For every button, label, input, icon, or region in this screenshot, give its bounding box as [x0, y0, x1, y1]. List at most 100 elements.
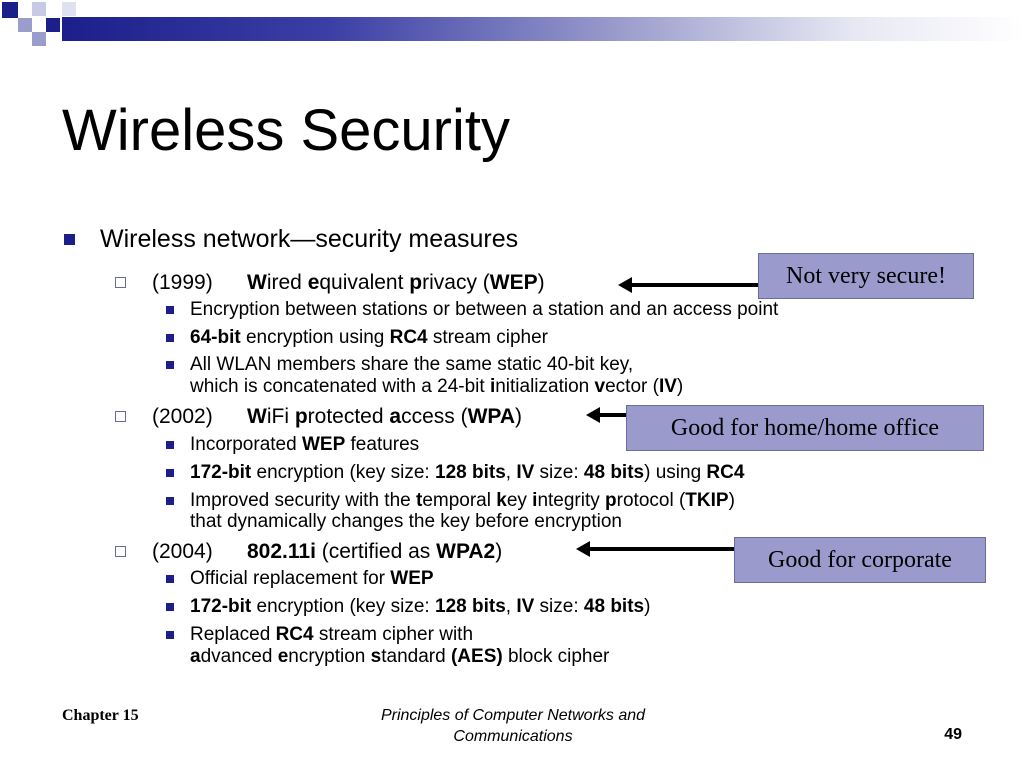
- text-part: ,: [505, 462, 517, 483]
- callout-wep: Not very secure!: [758, 253, 974, 299]
- arrow-left-icon: [618, 277, 758, 293]
- text-part: TKIP: [685, 490, 729, 511]
- text-part: i: [489, 376, 496, 397]
- wep-item-3-line2: which is concatenated with a 24-bit init…: [190, 376, 683, 398]
- text-part: Incorporated: [190, 434, 302, 455]
- wep-title-part: ): [537, 271, 545, 294]
- text-part: stream cipher with: [313, 624, 474, 645]
- text-part: RC4: [389, 327, 428, 348]
- wpa2-title-part: 802.11i: [247, 540, 316, 563]
- callout-wpa: Good for home/home office: [626, 405, 984, 451]
- main-heading: Wireless network—security measures: [100, 225, 519, 253]
- deco-square: [46, 18, 60, 32]
- text-part: WEP: [301, 434, 346, 455]
- text-part: IV: [658, 376, 677, 397]
- bullet-square-icon: [166, 306, 174, 314]
- text-part: size:: [534, 462, 584, 483]
- text-part: 48 bits: [583, 462, 645, 483]
- wep-title-part: W: [247, 271, 267, 294]
- text-part: size:: [534, 596, 584, 617]
- text-part: ,: [505, 596, 517, 617]
- text-part: 172-bit: [190, 462, 252, 483]
- text-part: e: [277, 646, 289, 667]
- wpa-title-part: ccess (: [401, 405, 468, 428]
- text-part: dvanced: [200, 646, 278, 667]
- bullet-square-icon: [166, 334, 174, 342]
- wep-year: (1999): [152, 271, 213, 294]
- text-part: ): [676, 376, 684, 397]
- wep-item-1: Encryption between stations or between a…: [190, 299, 778, 321]
- wpa-title-part: rotected: [307, 405, 390, 428]
- bullet-square-icon: [166, 441, 174, 449]
- text-part: 48 bits: [583, 596, 645, 617]
- text-part: RC4: [706, 462, 745, 483]
- text-part: a: [190, 646, 201, 667]
- wpa-title-part: iFi: [266, 405, 295, 428]
- wpa2-item-1: Official replacement for WEP: [190, 568, 434, 590]
- bullet-square-icon: [166, 603, 174, 611]
- text-part: 64-bit: [190, 327, 241, 348]
- text-part: ): [644, 596, 651, 617]
- text-part: ) using: [644, 462, 707, 483]
- wep-item-2: 64-bit encryption using RC4 stream ciphe…: [190, 327, 548, 349]
- deco-square: [32, 32, 46, 46]
- wpa-title-part: p: [294, 405, 308, 428]
- text-part: IV: [516, 596, 535, 617]
- text-part: tandard: [381, 646, 451, 667]
- wpa2-title-part: WPA2: [436, 540, 496, 563]
- wep-title-part: p: [409, 271, 423, 294]
- text-part: 172-bit: [190, 596, 252, 617]
- callout-wpa2: Good for corporate: [734, 537, 986, 583]
- text-part: Replaced: [190, 624, 276, 645]
- text-part: encryption (key size:: [251, 596, 435, 617]
- header-gradient-bar: [62, 17, 1024, 41]
- deco-square: [32, 2, 46, 16]
- text-part: encryption using: [240, 327, 390, 348]
- text-part: IV: [516, 462, 535, 483]
- wpa2-year: (2004): [152, 540, 213, 563]
- wep-title-part: rivacy (: [422, 271, 490, 294]
- wpa2-item-3-line1: Replaced RC4 stream cipher with: [190, 624, 473, 646]
- hollow-square-icon: [115, 277, 126, 288]
- deco-square: [62, 2, 76, 16]
- text-part: WEP: [390, 568, 434, 589]
- wpa-title-part: WPA: [467, 405, 516, 428]
- wpa-item-3-line1: Improved security with the temporal key …: [190, 490, 735, 512]
- wpa2-title-part: (certified as: [315, 540, 437, 563]
- wpa2-title: 802.11i (certified as WPA2): [247, 539, 502, 564]
- text-part: (AES): [450, 646, 503, 667]
- wpa-title-part: a: [389, 405, 402, 428]
- wpa-year: (2002): [152, 405, 213, 428]
- deco-square: [18, 18, 32, 32]
- wpa2-title-part: ): [495, 540, 503, 563]
- bullet-square-icon: [166, 497, 174, 505]
- text-part: p: [605, 490, 617, 511]
- text-part: t: [415, 490, 423, 511]
- wpa2-item-2: 172-bit encryption (key size: 128 bits, …: [190, 596, 650, 618]
- text-part: rotocol (: [616, 490, 686, 511]
- bullet-square-icon: [166, 361, 174, 369]
- wep-title-part: ired: [266, 271, 308, 294]
- footer-book-title: Principles of Computer Networks and Comm…: [343, 705, 683, 747]
- text-part: ey: [506, 490, 533, 511]
- wep-title-part: quivalent: [319, 271, 410, 294]
- text-part: v: [594, 376, 606, 397]
- text-part: Official replacement for: [190, 568, 391, 589]
- text-part: emporal: [422, 490, 497, 511]
- text-part: encryption (key size:: [251, 462, 435, 483]
- bullet-square-icon: [166, 469, 174, 477]
- page-number: 49: [944, 726, 962, 743]
- hollow-square-icon: [115, 546, 126, 557]
- bullet-square-icon: [64, 234, 75, 245]
- hollow-square-icon: [115, 411, 126, 422]
- text-part: 128 bits: [435, 596, 506, 617]
- text-part: i: [532, 490, 538, 511]
- text-part: Improved security with the: [190, 490, 416, 511]
- text-part: ): [728, 490, 735, 511]
- text-part: ector (: [605, 376, 659, 397]
- text-part: features: [345, 434, 420, 455]
- text-part: RC4: [275, 624, 314, 645]
- footer-book-line1: Principles of Computer Networks and: [380, 707, 646, 724]
- footer-chapter: Chapter 15: [62, 707, 139, 724]
- wep-title-part: WEP: [489, 271, 538, 294]
